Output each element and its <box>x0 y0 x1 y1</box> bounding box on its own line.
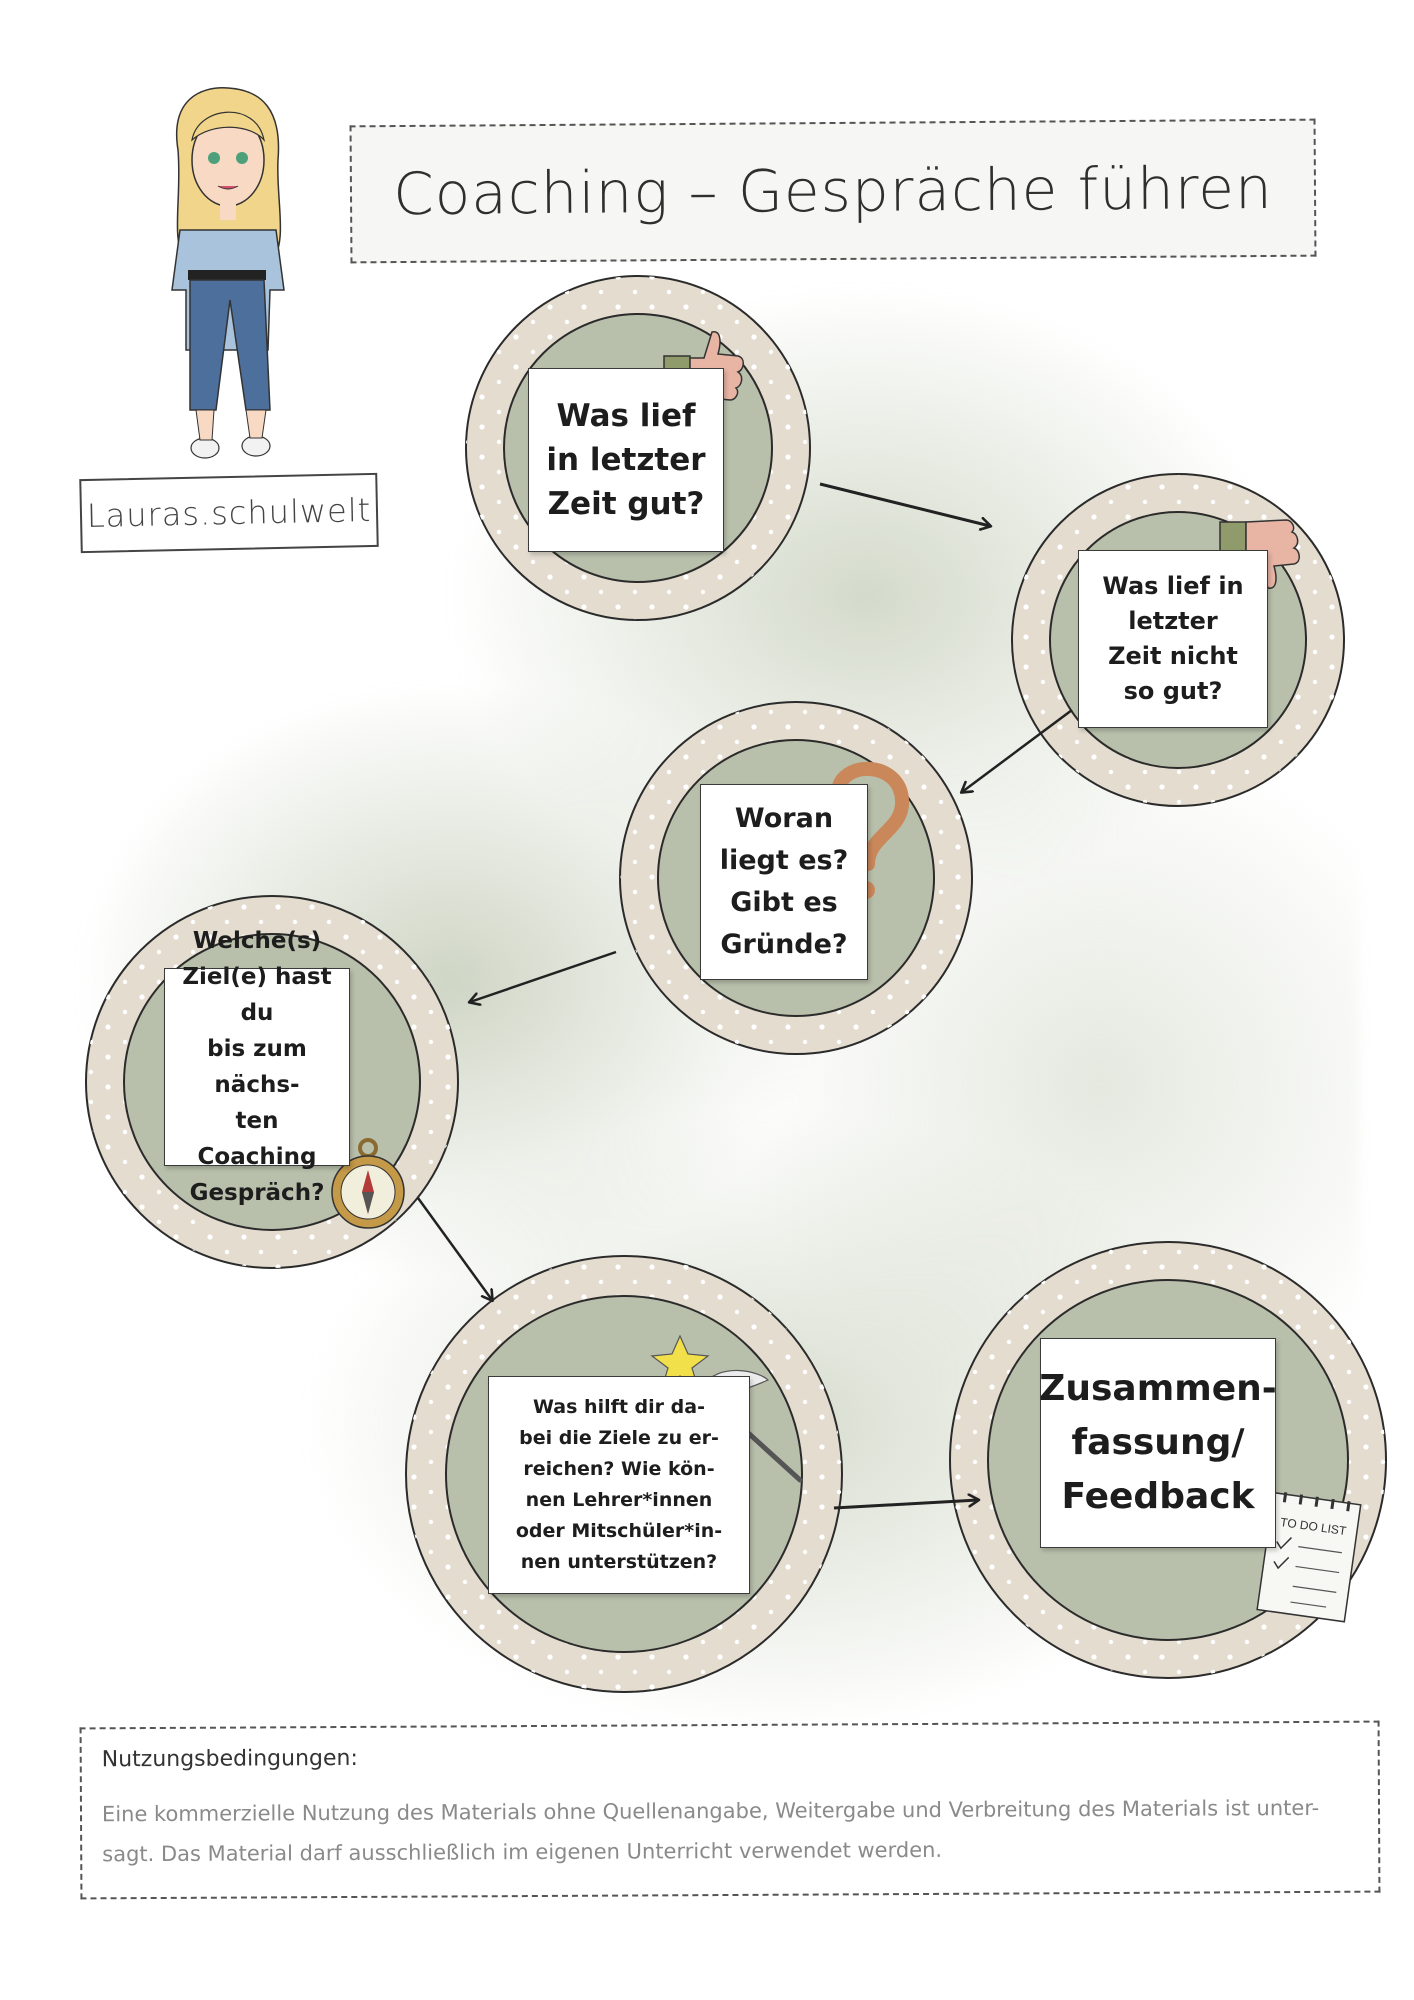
step-card-4: Welche(s) Ziel(e) hast du bis zum nächs-… <box>164 928 350 1206</box>
thumbs-down-icon <box>1219 519 1300 589</box>
step-card-5: Was hilft dir da- bei die Ziele zu er- r… <box>488 1376 750 1594</box>
arrow-4-to-5 <box>416 1197 492 1300</box>
arrow-2-to-3 <box>962 708 1073 792</box>
teacher-avatar <box>171 87 285 459</box>
arrow-5-to-6 <box>833 1500 978 1510</box>
compass-icon <box>331 1138 405 1229</box>
page-title: Coaching – Gespräche führen <box>393 153 1273 229</box>
terms-text: Eine kommerzielle Nutzung des Materials … <box>101 1795 1320 1867</box>
brand-box: Lauras.schulwelt <box>79 472 379 554</box>
step-card-6: Zusammen- fassung/ Feedback <box>1039 1338 1277 1548</box>
arrow-1-to-2 <box>819 482 990 526</box>
step-card-1: Was lief in letzter Zeit gut? <box>528 368 724 552</box>
terms-box: Nutzungsbedingungen: Eine kommerzielle N… <box>79 1720 1381 1900</box>
step-card-3: Woran liegt es? Gibt es Gründe? <box>700 784 868 980</box>
arrow-3-to-4 <box>470 950 617 1002</box>
step-card-2: Was lief in letzter Zeit nicht so gut? <box>1078 550 1268 728</box>
terms-heading: Nutzungsbedingungen: <box>101 1745 358 1773</box>
title-box: Coaching – Gespräche führen <box>349 118 1317 264</box>
todo-list-icon: TO DO LIST <box>1256 1491 1362 1623</box>
brand-label: Lauras.schulwelt <box>86 491 372 535</box>
